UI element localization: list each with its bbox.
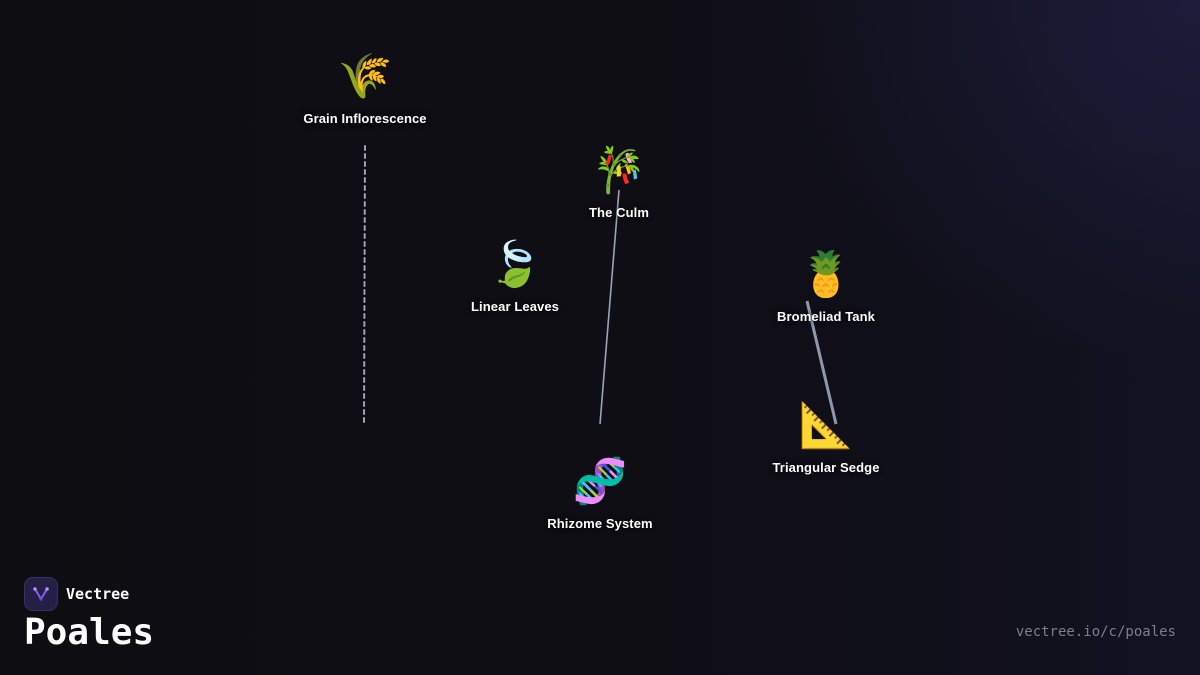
brand[interactable]: Vectree — [24, 577, 129, 611]
dna-icon: 🧬 — [572, 456, 628, 507]
tanabata-tree-icon: 🎋 — [591, 145, 647, 196]
page-url[interactable]: vectree.io/c/poales — [1015, 624, 1176, 640]
vectree-logo-icon — [24, 577, 58, 611]
leaf-fluttering-icon: 🍃 — [487, 239, 543, 290]
node-label: Rhizome System — [547, 516, 653, 531]
edge-the-culm-to-rhizome-system — [599, 189, 620, 425]
node-grain-inflorescence[interactable]: 🌾 Grain Inflorescence — [303, 49, 426, 126]
node-the-culm[interactable]: 🎋 The Culm — [589, 143, 649, 220]
node-label: The Culm — [588, 205, 650, 220]
node-label: Triangular Sedge — [772, 460, 880, 475]
node-bromeliad-tank[interactable]: 🍍 Bromeliad Tank — [777, 247, 875, 324]
edge-grain-inflorescence-to-rhizome-system — [363, 145, 366, 425]
pineapple-icon: 🍍 — [798, 249, 854, 300]
node-triangular-sedge[interactable]: 📐 Triangular Sedge — [772, 398, 879, 475]
node-label: Grain Inflorescence — [303, 111, 427, 126]
page-title: Poales — [24, 612, 155, 653]
node-label: Linear Leaves — [470, 299, 560, 314]
edge-bromeliad-tank-to-triangular-sedge — [805, 300, 838, 425]
sheaf-of-rice-icon: 🌾 — [337, 51, 393, 102]
node-label: Bromeliad Tank — [777, 309, 875, 324]
node-linear-leaves[interactable]: 🍃 Linear Leaves — [471, 237, 559, 314]
node-rhizome-system[interactable]: 🧬 Rhizome System — [547, 454, 652, 531]
triangular-ruler-icon: 📐 — [798, 400, 854, 451]
brand-name: Vectree — [66, 585, 130, 603]
